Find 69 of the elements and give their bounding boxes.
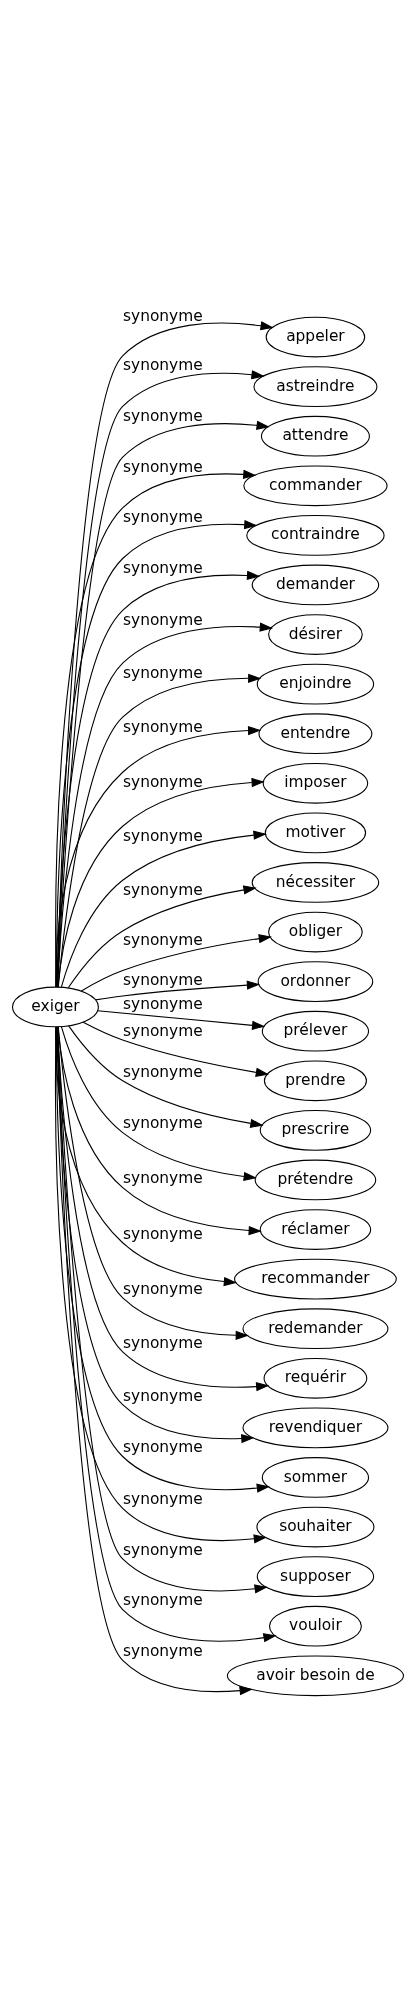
arrow <box>56 1026 270 1391</box>
arrow <box>57 777 265 987</box>
edge-label: synonyme <box>123 826 203 845</box>
arrow <box>56 622 273 987</box>
arrow <box>67 884 257 988</box>
edge-label: synonyme <box>123 1279 203 1298</box>
node-ellipse: désirer <box>268 613 363 655</box>
edge-label: synonyme <box>123 1386 203 1405</box>
edge-label: synonyme <box>123 1021 203 1040</box>
arrow <box>55 725 262 988</box>
node-ellipse: astreindre <box>253 365 378 407</box>
node-ellipse: appeler <box>265 316 366 357</box>
node-ellipse: attendre <box>260 415 370 457</box>
edge-label: synonyme <box>123 663 203 682</box>
node-ellipse: prendre <box>263 1059 367 1101</box>
edge-label: synonyme <box>123 880 203 899</box>
edge-label: synonyme <box>123 507 203 526</box>
node-ellipse: ordonner <box>257 960 374 1002</box>
node-ellipse: imposer <box>262 762 369 804</box>
edge-label: synonyme <box>123 406 203 425</box>
node-ellipse: vouloir <box>268 1605 362 1647</box>
node-ellipse: entendre <box>258 712 373 754</box>
edge-label: synonyme <box>123 1113 203 1132</box>
node-ellipse: prescrire <box>259 1109 372 1151</box>
edge-label: synonyme <box>123 772 203 791</box>
node-ellipse: nécessiter <box>251 861 380 903</box>
arrow <box>97 1009 266 1030</box>
node-ellipse: exiger <box>11 986 99 1027</box>
node-ellipse: prétendre <box>254 1159 377 1200</box>
edge-label: synonyme <box>123 1641 203 1660</box>
edge-label: synonyme <box>123 457 203 476</box>
node-ellipse: contraindre <box>246 514 385 556</box>
edge-label: synonyme <box>123 1489 203 1508</box>
edge-label: synonyme <box>123 1062 203 1081</box>
edge-label: synonyme <box>123 355 203 374</box>
node-ellipse: redemander <box>242 1307 389 1349</box>
arrow <box>56 1026 253 1695</box>
edge-label: synonyme <box>123 558 203 577</box>
arrow <box>80 933 272 991</box>
edge-label: synonyme <box>123 610 203 629</box>
node-ellipse: obliger <box>268 911 363 952</box>
edge-label: synonyme <box>123 1540 203 1559</box>
node-ellipse: motiver <box>264 812 367 853</box>
arrow <box>68 1024 264 1128</box>
node-ellipse: souhaiter <box>256 1506 375 1547</box>
node-ellipse: réclamer <box>259 1208 372 1250</box>
edge-label: synonyme <box>123 1590 203 1609</box>
node-ellipse: recommander <box>234 1258 397 1299</box>
edge-label: synonyme <box>123 1168 203 1187</box>
edge-label: synonyme <box>123 1333 203 1352</box>
edge-label: synonyme <box>123 1437 203 1456</box>
arrow <box>57 673 262 988</box>
arrow <box>82 1021 269 1077</box>
node-ellipse: requérir <box>263 1357 368 1399</box>
node-ellipse: enjoindre <box>256 663 375 704</box>
arrow <box>95 980 261 1000</box>
arrow <box>60 830 267 987</box>
arrow <box>56 1026 255 1443</box>
node-ellipse: prélever <box>261 1010 370 1052</box>
node-ellipse: demander <box>251 564 380 605</box>
edge-label: synonyme <box>123 930 203 949</box>
edge-label: synonyme <box>123 306 203 325</box>
edge-label: synonyme <box>123 717 203 736</box>
edge-label: synonyme <box>123 1224 203 1243</box>
arrow <box>60 1025 257 1181</box>
edge-label: synonyme <box>123 994 203 1013</box>
node-ellipse: sommer <box>261 1456 370 1498</box>
arrow <box>57 1025 249 1340</box>
edge-label: synonyme <box>123 970 203 989</box>
